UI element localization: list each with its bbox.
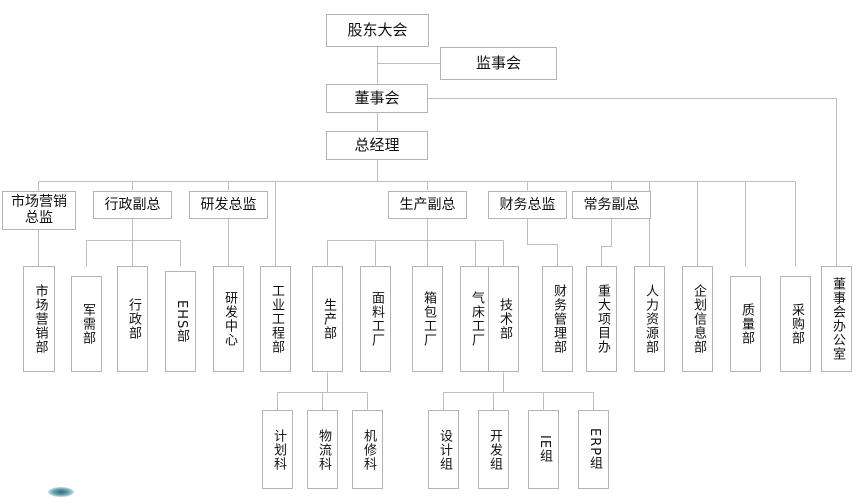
page-edge-artifact	[48, 487, 74, 497]
node-dept-fabric-factory[interactable]: 面料工厂	[360, 266, 391, 372]
node-dept-admin[interactable]: 行政部	[117, 266, 148, 372]
node-label: 市场营销部	[32, 284, 48, 354]
node-marketing-director[interactable]: 市场营销 总监	[2, 191, 76, 230]
node-dept-airbed-factory[interactable]: 气床工厂	[460, 266, 491, 372]
node-label: 机修科	[360, 428, 376, 471]
node-dept-technology[interactable]: 技术部	[488, 266, 519, 372]
node-dept-major-project-office[interactable]: 重大项目办	[586, 266, 617, 372]
node-rd-director[interactable]: 研发总监	[189, 191, 268, 219]
node-label: 开发组	[486, 428, 502, 471]
node-dept-purchasing[interactable]: 采购部	[780, 276, 811, 372]
node-section-maintenance[interactable]: 机修科	[352, 410, 383, 489]
node-admin-vp[interactable]: 行政副总	[93, 191, 172, 219]
node-label: 财务总监	[499, 196, 556, 213]
node-label: 常务副总	[583, 196, 640, 213]
node-label: 设计组	[436, 428, 452, 471]
node-label: 生产副总	[399, 196, 456, 213]
node-label: 研发中心	[221, 291, 237, 347]
node-general-manager[interactable]: 总经理	[326, 131, 428, 160]
node-dept-quality[interactable]: 质量部	[730, 276, 761, 372]
node-label: 计划科	[270, 428, 286, 471]
node-label: 面料工厂	[368, 291, 384, 347]
node-board-of-directors[interactable]: 董事会	[326, 84, 428, 113]
node-label: EHS部	[173, 299, 189, 344]
node-label: 工业工程部	[268, 284, 284, 354]
node-shareholders-meeting[interactable]: 股东大会	[326, 14, 429, 47]
node-label: 箱包工厂	[420, 291, 436, 347]
node-label: 总经理	[354, 135, 400, 154]
node-dept-bag-factory[interactable]: 箱包工厂	[412, 266, 443, 372]
node-label: ERP组	[586, 428, 602, 471]
node-dept-human-resources[interactable]: 人力资源部	[634, 266, 665, 372]
node-section-ie-group[interactable]: IE组	[528, 410, 559, 489]
node-supervisory-board[interactable]: 监事会	[440, 47, 557, 80]
node-label: 物流科	[315, 428, 331, 471]
node-label: 生产部	[320, 298, 336, 340]
node-label: 重大项目办	[594, 284, 610, 354]
node-dept-board-office[interactable]: 董事会办公室	[821, 266, 852, 372]
node-label: 技术部	[496, 298, 512, 340]
node-label: 监事会	[475, 53, 521, 72]
node-label: 质量部	[738, 303, 754, 345]
node-executive-vp[interactable]: 常务副总	[572, 191, 651, 219]
node-label: 采购部	[788, 303, 804, 345]
node-label: 董事会办公室	[829, 277, 845, 361]
node-dept-rd-center[interactable]: 研发中心	[213, 266, 244, 372]
node-label: 军需部	[79, 303, 95, 345]
node-label: 董事会	[354, 88, 400, 107]
node-dept-military[interactable]: 军需部	[71, 276, 102, 372]
node-section-design[interactable]: 设计组	[428, 410, 459, 489]
node-production-vp[interactable]: 生产副总	[388, 191, 467, 219]
node-label: 行政部	[125, 298, 141, 340]
node-section-erp-group[interactable]: ERP组	[578, 410, 609, 489]
node-label: 气床工厂	[468, 291, 484, 347]
node-section-logistics[interactable]: 物流科	[307, 410, 338, 489]
node-dept-planning-information[interactable]: 企划信息部	[682, 266, 713, 372]
node-dept-marketing[interactable]: 市场营销部	[23, 266, 55, 372]
node-dept-finance-management[interactable]: 财务管理部	[542, 266, 573, 372]
node-dept-industrial-engineering[interactable]: 工业工程部	[260, 266, 291, 372]
node-label: IE组	[536, 435, 552, 464]
node-section-development[interactable]: 开发组	[478, 410, 509, 489]
node-label: 企划信息部	[690, 284, 706, 354]
node-label: 研发总监	[200, 196, 257, 213]
node-label: 人力资源部	[642, 284, 658, 354]
node-label: 财务管理部	[550, 284, 566, 354]
node-label: 行政副总	[104, 196, 161, 213]
node-label: 市场营销 总监	[11, 194, 67, 226]
node-section-planning[interactable]: 计划科	[262, 410, 293, 489]
node-finance-director[interactable]: 财务总监	[488, 191, 567, 219]
node-dept-production[interactable]: 生产部	[312, 266, 343, 372]
node-dept-ehs[interactable]: EHS部	[165, 271, 196, 372]
node-label: 股东大会	[347, 20, 408, 39]
